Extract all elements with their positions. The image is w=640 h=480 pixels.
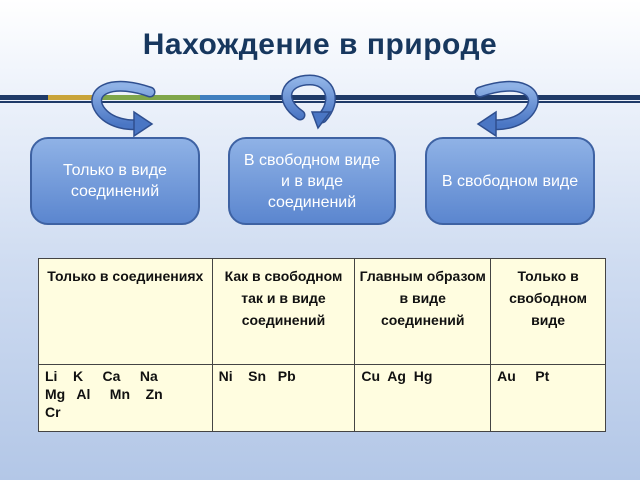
curved-arrow-middle-icon <box>281 74 336 130</box>
elements-compounds-only: Li K Ca Na Mg Al Mn Zn Cr <box>38 364 213 432</box>
category-bubble-free-and-compounds: В свободном виде и в виде соединений <box>228 137 396 225</box>
divider-accent-gold <box>48 95 100 100</box>
header-compounds-only: Только в соединениях <box>38 258 213 365</box>
occurrence-table: Только в соединениях Как в свободном так… <box>38 258 606 432</box>
curved-arrow-left-icon <box>91 80 156 138</box>
elements-free-only: Au Pt <box>490 364 606 432</box>
table-header-row: Только в соединениях Как в свободном так… <box>38 258 606 365</box>
header-free-and-compounds: Как в свободном так и в виде соединений <box>211 258 356 365</box>
table-row: Li K Ca Na Mg Al Mn Zn Cr Ni Sn Pb Cu Ag… <box>38 364 606 432</box>
category-bubble-free-only: В свободном виде <box>425 137 595 225</box>
elements-mainly-compounds: Cu Ag Hg <box>354 364 492 432</box>
page-title: Нахождение в природе <box>142 28 498 61</box>
divider-accent-blue <box>200 95 270 100</box>
header-free-only: Только в свободном виде <box>490 258 606 365</box>
header-divider-thin <box>0 101 640 103</box>
header-divider <box>0 95 640 100</box>
curved-arrow-right-icon <box>474 80 539 138</box>
header-mainly-compounds: Главным образом в виде соединений <box>354 258 492 365</box>
elements-free-and-compounds: Ni Sn Pb <box>211 364 356 432</box>
category-bubble-compounds-only: Только в виде соединений <box>30 137 200 225</box>
